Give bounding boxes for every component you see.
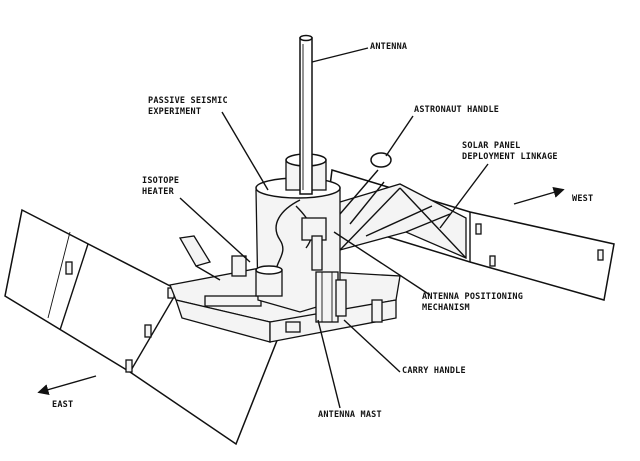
label-solar-panel-deployment-linkage: SOLAR PANEL DEPLOYMENT LINKAGE bbox=[462, 141, 558, 162]
label-astronaut-handle: ASTRONAUT HANDLE bbox=[414, 105, 500, 115]
label-isotope-heater: ISOTOPE HEATER bbox=[142, 176, 180, 197]
label-antenna-mast: ANTENNA MAST bbox=[318, 410, 382, 420]
label-east: EAST bbox=[52, 400, 74, 410]
deployment-linkage bbox=[329, 152, 467, 259]
isotope-heater bbox=[178, 235, 283, 297]
east-arrow bbox=[37, 375, 97, 396]
label-passive-seismic-experiment: PASSIVE SEISMIC EXPERIMENT bbox=[148, 96, 228, 117]
label-west: WEST bbox=[572, 194, 594, 204]
antenna bbox=[299, 34, 313, 195]
label-carry-handle: CARRY HANDLE bbox=[402, 366, 466, 376]
label-antenna-positioning-mechanism: ANTENNA POSITIONING MECHANISM bbox=[422, 292, 524, 313]
west-arrow bbox=[513, 186, 565, 205]
label-antenna: ANTENNA bbox=[370, 42, 408, 52]
leader-lines bbox=[179, 47, 489, 409]
antenna-mast-structure bbox=[315, 271, 347, 323]
